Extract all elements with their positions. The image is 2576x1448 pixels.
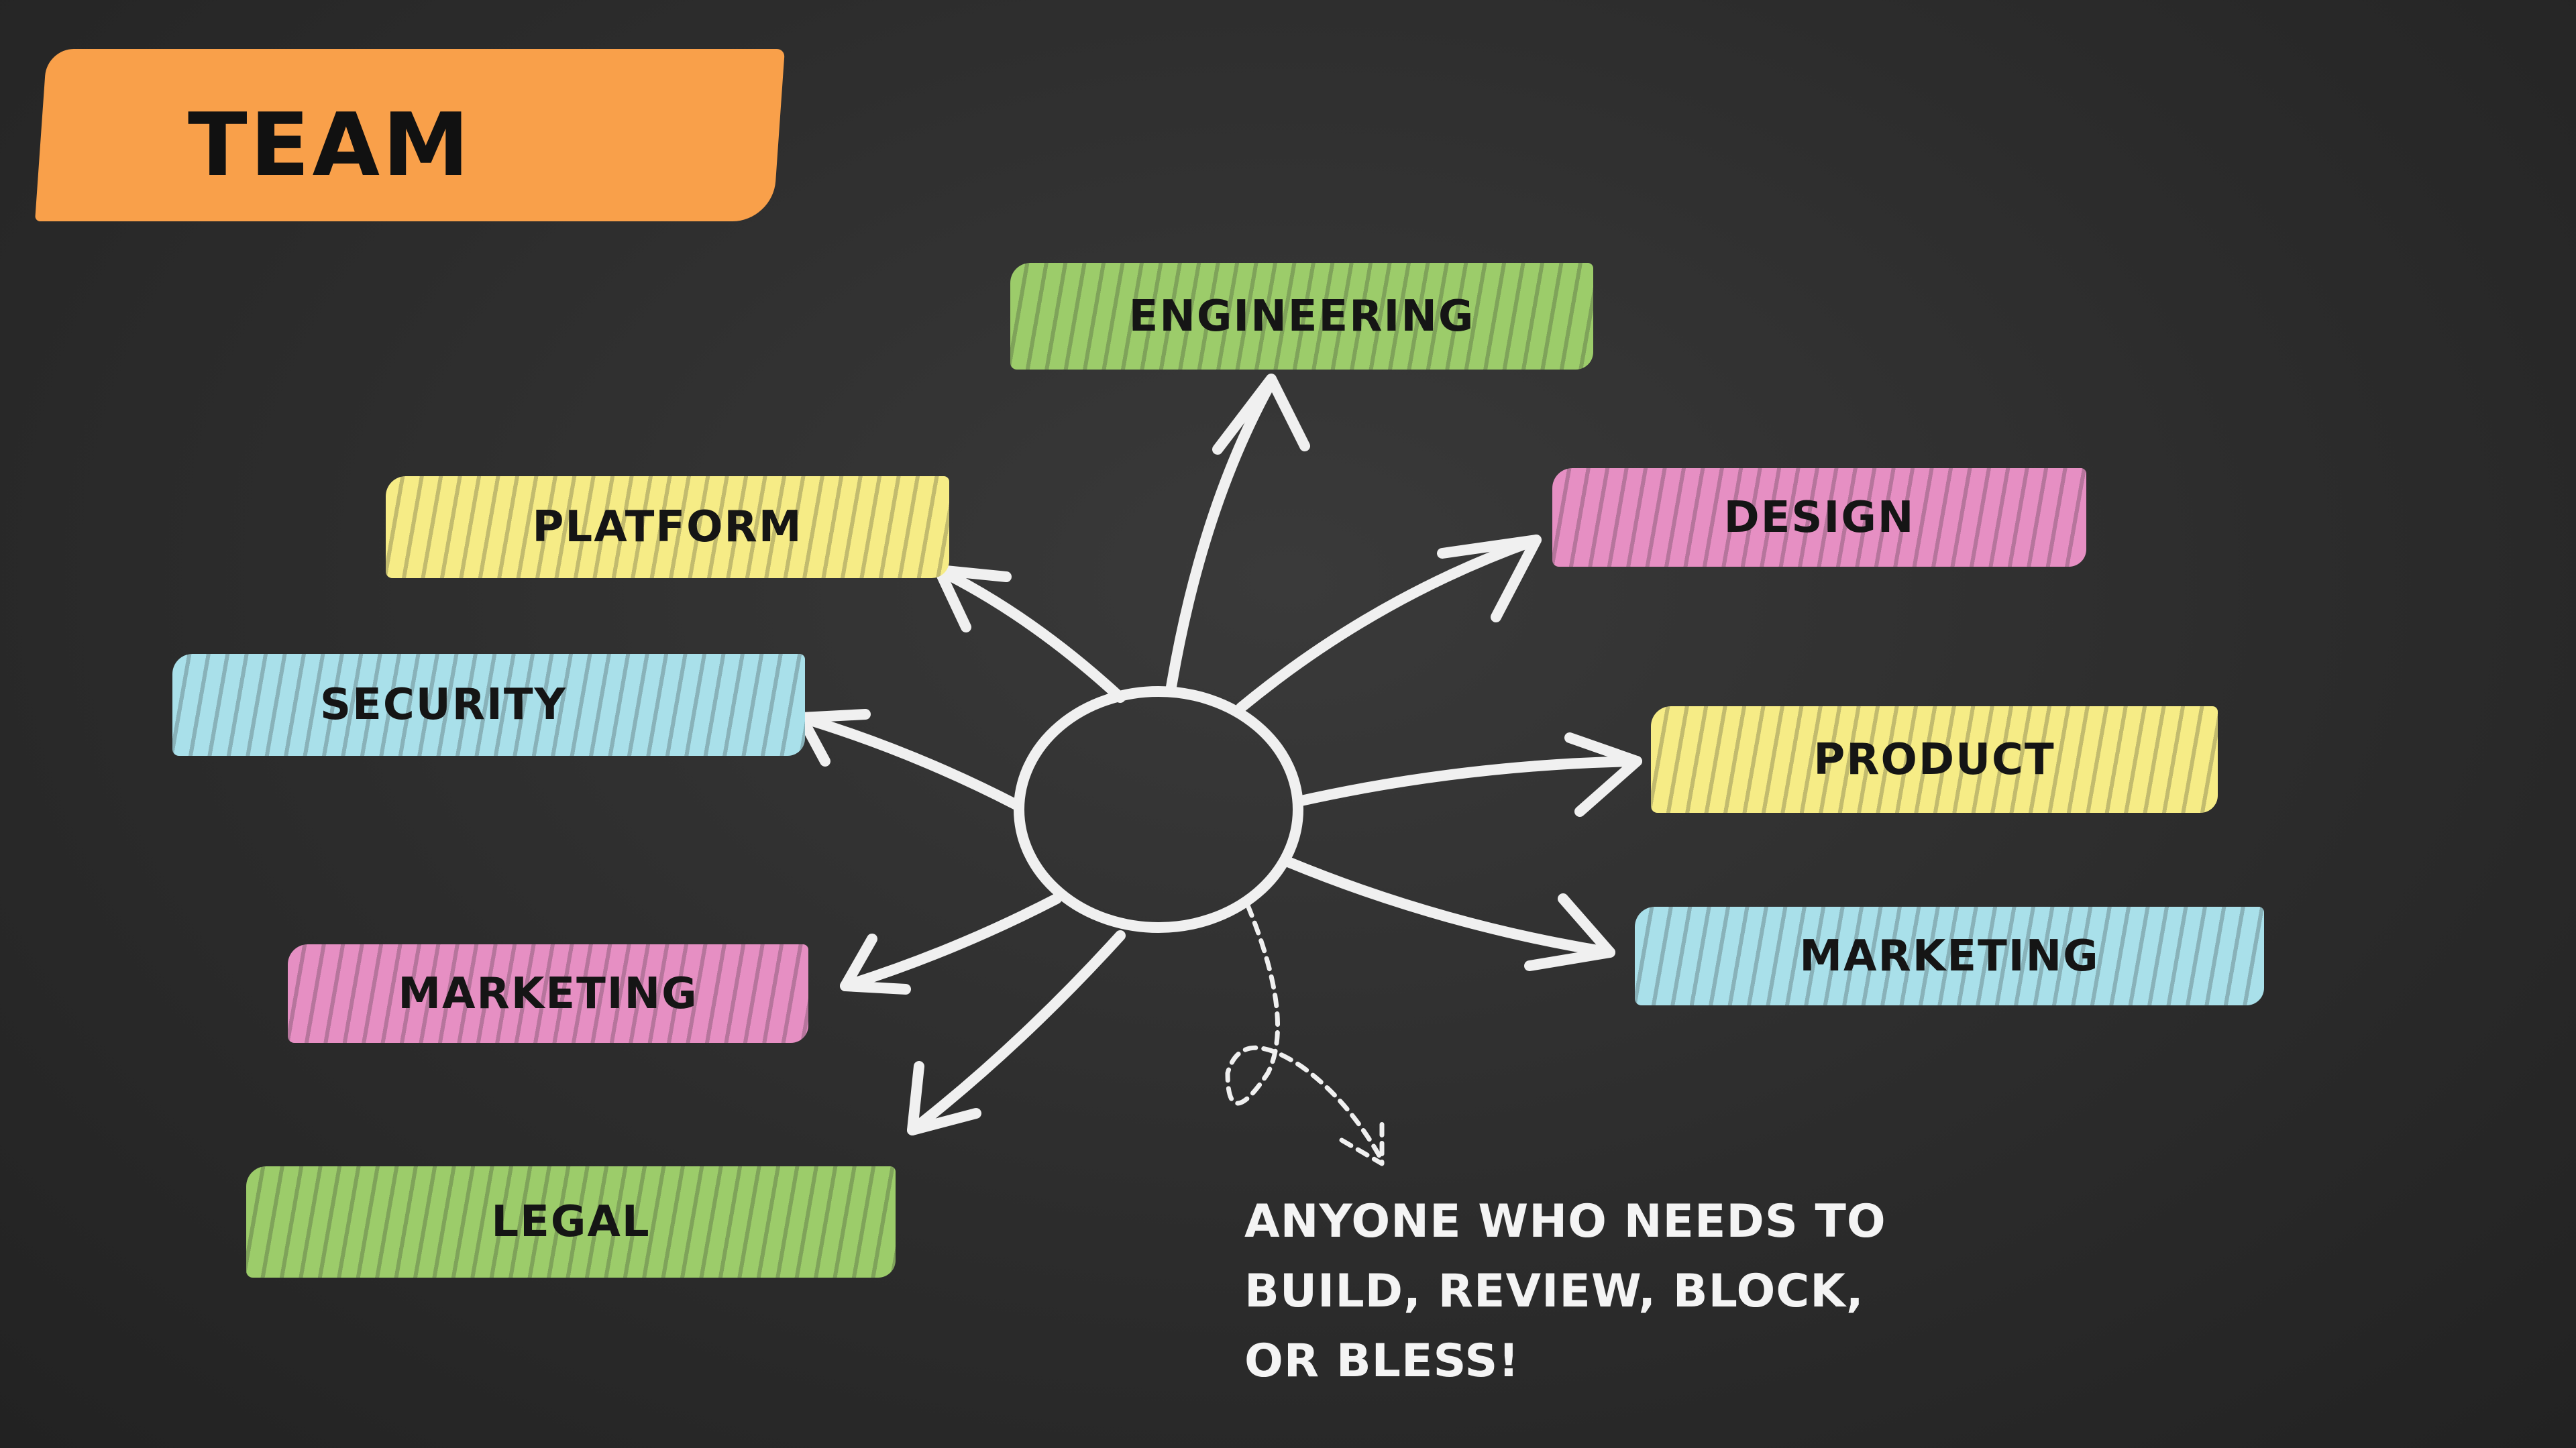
arrow-marketing-left xyxy=(840,893,1062,995)
footnote-line: BUILD, REVIEW, BLOCK, xyxy=(1244,1265,1864,1318)
label-text: SECURITY xyxy=(320,680,567,730)
arrow-platform xyxy=(934,565,1126,703)
dashed-loop-arrow xyxy=(1225,903,1385,1166)
label-marketing-right: MARKETING xyxy=(1635,907,2264,1005)
arrow-marketing-right xyxy=(1283,856,1615,971)
footnote: ANYONE WHO NEEDS TO BUILD, REVIEW, BLOCK… xyxy=(1244,1187,1886,1396)
label-text: MARKETING xyxy=(398,968,698,1019)
team-title: TEAM xyxy=(188,94,472,196)
arrow-security xyxy=(796,709,1022,810)
arrow-design xyxy=(1236,535,1542,713)
footnote-line: OR BLESS! xyxy=(1244,1335,1520,1388)
label-engineering: ENGINEERING xyxy=(1010,263,1593,370)
label-text: PLATFORM xyxy=(532,502,803,552)
label-text: ENGINEERING xyxy=(1128,291,1475,341)
arrow-legal xyxy=(907,930,1126,1135)
label-product: PRODUCT xyxy=(1651,706,2218,813)
label-legal: LEGAL xyxy=(246,1166,896,1278)
footnote-line: ANYONE WHO NEEDS TO xyxy=(1244,1195,1886,1248)
label-text: LEGAL xyxy=(491,1197,651,1247)
label-text: PRODUCT xyxy=(1813,734,2055,785)
arrow-product xyxy=(1293,732,1642,817)
arrow-engineering xyxy=(1165,374,1310,696)
label-text: DESIGN xyxy=(1723,492,1915,543)
label-text: MARKETING xyxy=(1799,931,2100,981)
label-platform: PLATFORM xyxy=(386,476,949,578)
label-design: DESIGN xyxy=(1552,468,2086,567)
center-circle xyxy=(1014,686,1303,933)
label-marketing-left: MARKETING xyxy=(288,944,808,1043)
label-security: SECURITY xyxy=(172,654,805,756)
